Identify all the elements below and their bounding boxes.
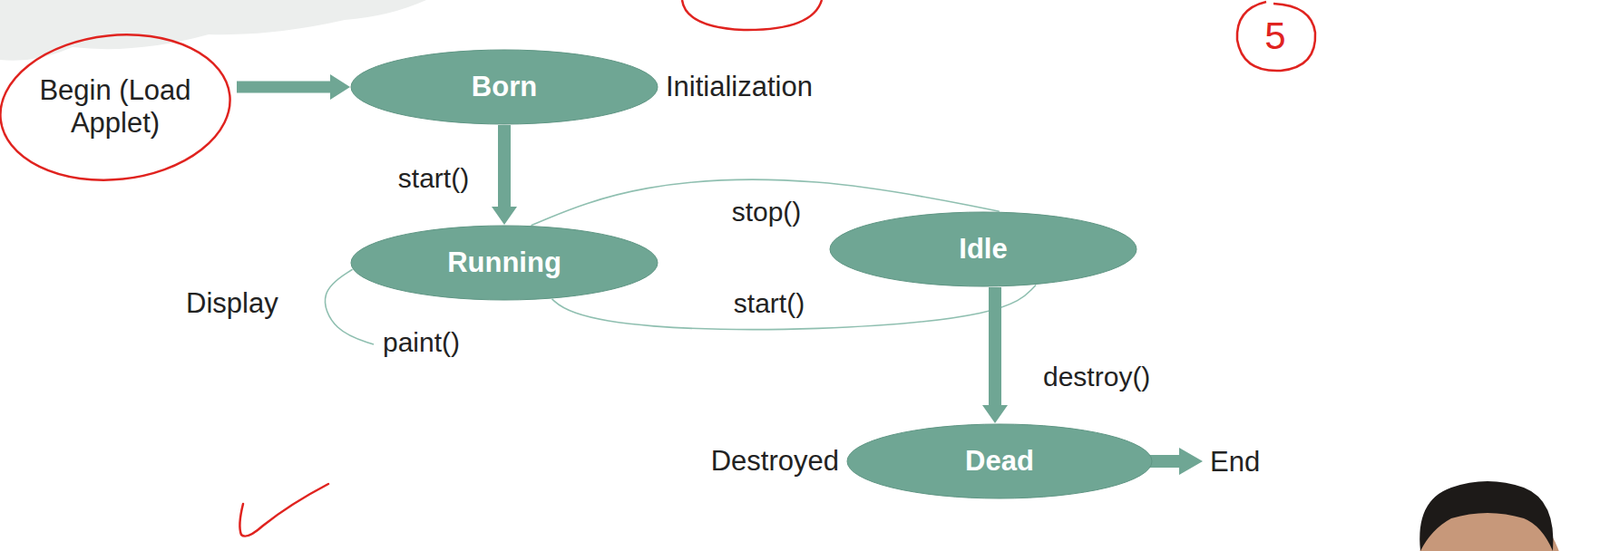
brush-stroke [0,0,427,61]
stage-label: Display [185,287,279,321]
end-arrow [1146,448,1203,476]
method-label: start() [398,163,469,196]
method-label: stop() [731,196,802,229]
method-label: paint() [382,327,460,360]
start-marker: Begin (Load Applet) [0,32,234,183]
block-arrow [982,287,1008,424]
state-name: Dead [965,445,1035,479]
pen-checkmark [239,484,329,537]
state-name: Idle [958,233,1007,266]
pen-note: 5 [1264,14,1286,59]
state-ellipse: Idle [829,211,1138,288]
method-label: start() [733,288,805,321]
pen-circle [0,23,238,192]
transition-curve [552,284,1037,330]
presenter-hair [1419,481,1553,551]
state-fill [351,225,658,301]
state-note: Initialization [665,70,813,104]
state-note: Destroyed [711,445,840,479]
pen-circle [682,0,822,30]
state-fill [829,212,1137,287]
state-ellipse: Running [350,224,659,302]
state-name: Born [471,70,537,104]
block-arrow [236,74,351,100]
state-fill [847,424,1152,499]
state-name: Running [447,246,562,280]
method-label: destroy() [1043,361,1151,394]
block-arrow [491,125,518,225]
stage-label: End [1209,446,1260,479]
state-ellipse: BornInitialization [350,48,659,126]
transition-curve [324,269,374,345]
state-name: Begin (Load Applet) [24,74,206,139]
state-fill [351,49,658,125]
state-ellipse: DeadDestroyed [846,423,1153,500]
pen-circle [1237,1,1316,71]
